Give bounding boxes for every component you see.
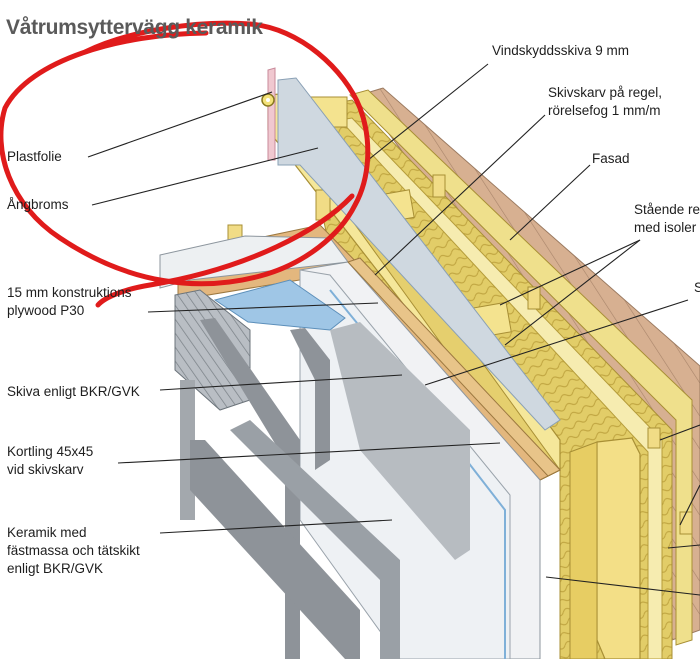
label-wind-barrier: Vindskyddsskiva 9 mm: [492, 43, 630, 58]
wind-barrier-board: [339, 117, 663, 659]
gray-beam-2: [290, 328, 330, 470]
outer-batten: [349, 89, 693, 646]
gray-beam-3: [230, 420, 400, 659]
nogging-top-5: [647, 427, 661, 449]
label-facade: Fasad: [592, 151, 630, 166]
diagram-title: Våtrumsyttervägg keramik: [6, 16, 263, 39]
red-annotation-tail: [95, 193, 355, 308]
label-ceramic: Keramik med fästmassa och tätskikt enlig…: [7, 525, 140, 576]
vertical-stud-front: [596, 437, 641, 659]
wetroom-membrane: [213, 279, 346, 331]
nogging-top-3: [432, 174, 446, 198]
gray-beam-1: [200, 318, 300, 659]
label-cutoff-s: S: [694, 280, 700, 295]
nogging-top-4: [527, 286, 541, 310]
vapour-barrier: [277, 77, 561, 431]
label-nogging: Kortling 45x45 vid skivskarv: [7, 444, 94, 477]
label-plywood: 15 mm konstruktions plywood P30: [7, 285, 132, 318]
board-edge-plywood: [347, 257, 561, 477]
gray-beam-6: [190, 440, 360, 659]
label-plastic-foil: Plastfolie: [7, 149, 62, 164]
nogging-top-6: [679, 511, 693, 535]
label-vapour-barrier: Ångbroms: [7, 197, 69, 212]
plastic-foil: [267, 67, 276, 161]
leader-lines: [87, 63, 700, 596]
vertical-stud-side: [569, 441, 598, 659]
gray-beam-5: [330, 322, 470, 560]
red-annotation-circle: [0, 20, 371, 287]
label-board-joint: Skivskarv på regel, rörelsefog 1 mm/m: [548, 85, 663, 118]
label-board: Skiva enligt BKR/GVK: [7, 384, 140, 399]
label-standing-studs: Stående re med isoler: [634, 202, 700, 235]
